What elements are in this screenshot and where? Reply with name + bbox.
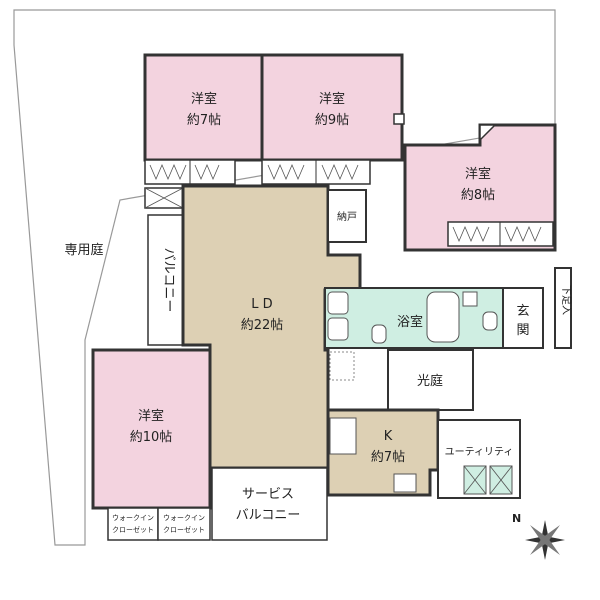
bathroom-block: 浴室 <box>324 287 504 349</box>
bed7-name: 洋室 <box>191 91 217 107</box>
service-balcony-line1: サービス <box>242 487 294 502</box>
bed10-size: 約10帖 <box>130 430 173 445</box>
kitchen-name: K <box>384 429 393 444</box>
walkin-closet-1: ウォークイン クローゼット <box>107 507 159 541</box>
walkin-closet-2: ウォークイン クローゼット <box>157 507 211 541</box>
walkin1-line2: クローゼット <box>112 525 154 534</box>
bed9-size: 約9帖 <box>315 113 349 128</box>
storage-label: 納戸 <box>337 210 357 223</box>
closet-bed7 <box>144 159 236 185</box>
bath-label: 浴室 <box>397 314 423 330</box>
utility-label: ユーティリティ <box>445 447 514 458</box>
toilet-icon-2 <box>482 311 498 331</box>
walkin1-line1: ウォークイン <box>112 514 154 522</box>
walkin2-line2: クローゼット <box>163 525 205 534</box>
entrance-label-2: 関 <box>516 323 529 338</box>
bed10-name: 洋室 <box>138 408 164 424</box>
bed8-name: 洋室 <box>465 166 491 182</box>
ld-name: L D <box>251 297 272 312</box>
storage-room: 納戸 <box>327 189 367 243</box>
light-court: 光庭 <box>387 349 474 411</box>
bedroom-8-jo: 洋室 約8帖 <box>403 123 557 252</box>
bathtub-icon <box>426 291 460 343</box>
washbasin-icon <box>462 291 478 307</box>
shoe-storage: 下足入 <box>554 267 572 349</box>
sink-icon-2 <box>327 317 349 341</box>
pipe-shaft-icon <box>393 113 405 125</box>
balcony-strip: バルコニー <box>144 187 184 346</box>
entrance: 玄 関 玄関 <box>502 287 544 349</box>
bed9-name: 洋室 <box>319 91 345 107</box>
toilet-icon <box>371 324 387 344</box>
service-balcony: サービス バルコニー <box>211 467 328 541</box>
utility-room: ユーティリティ <box>437 419 521 499</box>
walkin2-line1: ウォークイン <box>163 514 205 522</box>
compass-rose-icon: N <box>512 512 565 560</box>
bed8-size: 約8帖 <box>461 188 495 203</box>
bedroom-9-jo: 洋室 約9帖 <box>260 53 405 185</box>
closet-bed8 <box>447 221 554 247</box>
garden-label: 専用庭 <box>64 242 103 258</box>
closet-bed9 <box>261 159 371 185</box>
courtyard-label: 光庭 <box>417 373 443 389</box>
ld-size: 約22帖 <box>241 318 284 333</box>
kitchen-sink-icon <box>329 417 357 455</box>
balcony-label: バルコニー <box>161 248 176 313</box>
kitchen-size: 約7帖 <box>371 450 405 465</box>
shoe-label: 下足入 <box>560 285 572 315</box>
compass-north-label: N <box>512 512 521 525</box>
entrance-label-1: 玄 <box>516 304 529 319</box>
kitchen: K 約7帖 <box>326 351 440 497</box>
stove-icon <box>393 473 417 493</box>
bed7-size: 約7帖 <box>187 113 221 128</box>
sink-icon <box>327 291 349 315</box>
bedroom-10-jo: 洋室 約10帖 <box>91 348 212 510</box>
living-dining: L D 約22帖 <box>181 184 362 470</box>
service-balcony-line2: バルコニー <box>236 508 301 523</box>
